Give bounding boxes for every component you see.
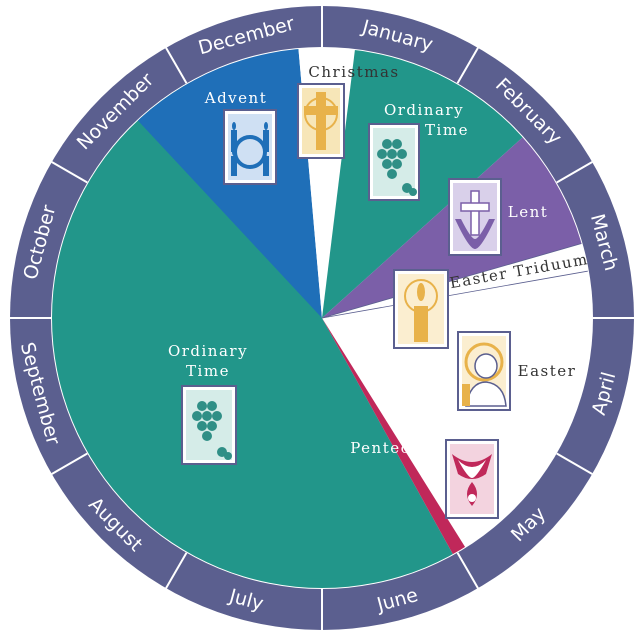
wedge-separator	[321, 270, 589, 319]
cross-icon	[297, 83, 345, 159]
candle-icon	[393, 269, 449, 349]
grapes-wheat-icon	[368, 123, 420, 201]
wedge-ordinary-time-winter	[322, 48, 525, 318]
season-label-easter: Easter	[518, 362, 577, 380]
dove-flame-icon	[445, 439, 499, 519]
season-label-lent: Lent	[508, 203, 549, 221]
wedge-easter-triduum	[322, 242, 591, 318]
wedge-pentecost	[322, 318, 467, 557]
season-label-christmas: Christmas	[308, 63, 399, 81]
season-label-ordinary-time-winter-line1: Ordinary	[384, 101, 464, 119]
advent-wreath-icon	[223, 109, 277, 185]
season-label-advent: Advent	[204, 89, 267, 107]
month-divider	[51, 161, 88, 184]
month-divider	[165, 552, 188, 589]
season-label-pentecost: Pentecost	[350, 439, 438, 457]
season-wedges	[52, 48, 592, 588]
wedge-separator	[321, 242, 583, 319]
month-divider	[51, 452, 88, 475]
season-label-ordinary-time-summer-line2: Time	[186, 362, 230, 380]
lamb-icon	[457, 331, 511, 411]
month-divider	[456, 552, 479, 589]
month-divider	[556, 452, 593, 475]
season-label-ordinary-time-summer-line1: Ordinary	[168, 342, 248, 360]
month-divider	[556, 161, 593, 184]
season-label-ordinary-time-winter-line2: Time	[425, 121, 469, 139]
month-divider	[456, 47, 479, 84]
wedge-ordinary-time-summer	[52, 79, 455, 588]
cross-hands-icon	[448, 178, 502, 256]
grapes-wheat-icon	[181, 385, 237, 465]
month-dividers	[10, 6, 634, 630]
month-divider	[165, 47, 188, 84]
